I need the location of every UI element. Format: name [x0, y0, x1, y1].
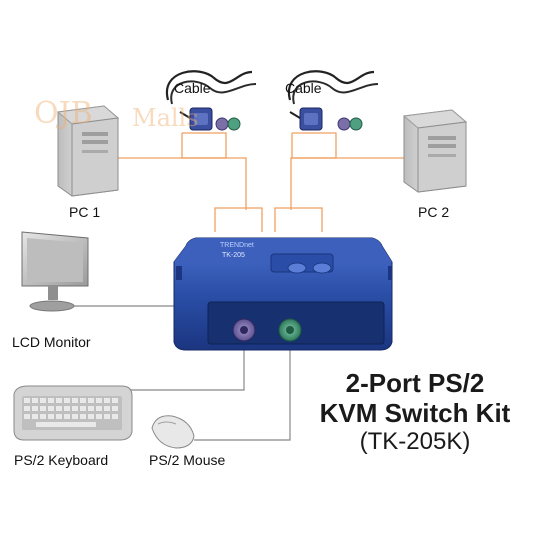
cable-left-callout: [181, 133, 226, 159]
pc2-link-line: [290, 157, 404, 210]
mouse-link-line: [194, 332, 291, 441]
mouse-image: [151, 415, 195, 449]
keyboard-image: [13, 385, 133, 441]
device-model-text: TK-205: [222, 252, 245, 259]
lcd-monitor-image: [21, 231, 89, 312]
pc1-label: PC 1: [69, 204, 101, 220]
keyboard-link-line: [126, 332, 245, 391]
mouse-label: PS/2 Mouse: [149, 452, 226, 468]
lcd-monitor-label: LCD Monitor: [12, 334, 91, 350]
cable-right-bundle-line: [274, 207, 323, 232]
pc-cable-lines: [118, 132, 404, 232]
device-lines: [72, 305, 291, 441]
cable-right-callout: [291, 133, 336, 159]
cable-right-image: [287, 70, 379, 131]
keyboard-label: PS/2 Keyboard: [14, 452, 109, 468]
device-brand-text: TRENDnet: [220, 242, 254, 249]
product-title-line1: 2-Port PS/2: [345, 368, 485, 398]
product-model: (TK-205K): [359, 428, 471, 455]
cable-left-label: Cable: [174, 80, 211, 96]
pc2-label: PC 2: [418, 204, 450, 220]
cable-left-bundle-line: [214, 207, 263, 232]
cable-right-callout-box: [292, 132, 337, 158]
cable-left-image: [165, 70, 257, 131]
product-title-line2: KVM Switch Kit: [319, 398, 511, 428]
pc1-link-line: [118, 157, 247, 210]
kvm-switch-image: [173, 237, 393, 351]
watermark-right: Malls: [132, 104, 199, 132]
pc1-tower-image: [56, 105, 120, 197]
cable-right-label: Cable: [285, 80, 322, 96]
pc2-tower-image: [402, 109, 468, 193]
watermark-left: OJB: [34, 96, 93, 131]
cable-left-callout-box: [182, 132, 227, 158]
